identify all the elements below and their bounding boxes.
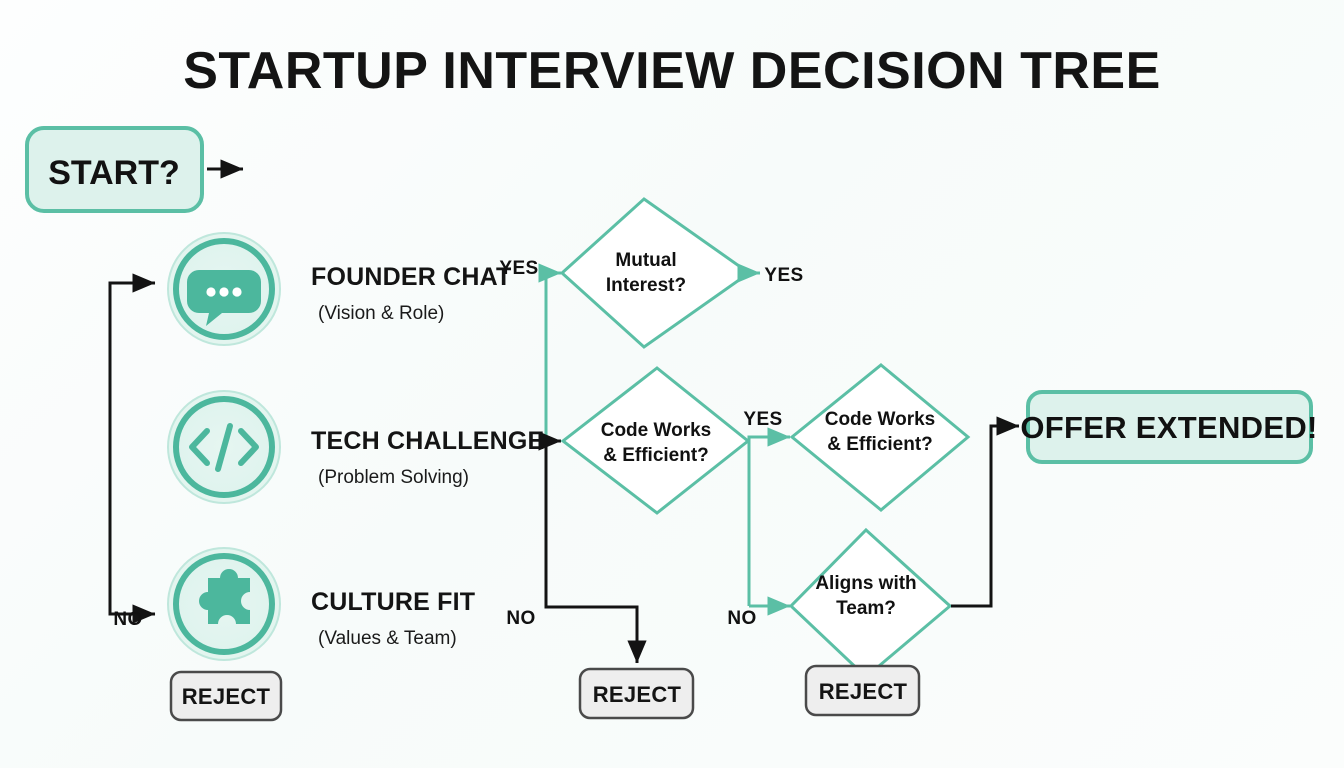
stage-founder-chat[interactable]: FOUNDER CHAT (Vision & Role) (167, 232, 512, 346)
stage-title-3: CULTURE FIT (311, 588, 475, 616)
edge-label-yes-mutual-out: YES (764, 265, 803, 286)
decision-code-works-1[interactable]: Code Works & Efficient? (560, 366, 751, 515)
offer-extended-shape (1026, 390, 1313, 464)
edge-label-yes-founder: YES (499, 258, 538, 279)
decision-mutual-interest[interactable]: Mutual Interest? (559, 197, 752, 349)
stage-subtitle-1: (Vision & Role) (318, 303, 444, 324)
decision-code-works-1-line2: & Efficient? (603, 445, 709, 466)
stage-subtitle-2: (Problem Solving) (318, 467, 469, 488)
decision-mutual-interest-line2: Interest? (606, 275, 686, 296)
reject-node-1[interactable]: REJECT (169, 670, 283, 722)
reject-node-1-shape (169, 670, 283, 722)
start-node-label: START? (48, 154, 180, 192)
puzzle-piece-icon (199, 569, 250, 624)
offer-extended-node[interactable]: OFFER EXTENDED! (1020, 390, 1317, 464)
decision-aligns-with-team-line1: Aligns with (815, 573, 916, 594)
stage-tech-challenge[interactable]: TECH CHALLENGE (Problem Solving) (167, 390, 544, 504)
decision-aligns-with-team[interactable]: Aligns with Team? (788, 527, 953, 680)
edge-yes-code-works-1-to-2 (747, 427, 791, 606)
offer-extended-label: OFFER EXTENDED! (1020, 410, 1317, 445)
reject-node-3[interactable]: REJECT (804, 664, 921, 717)
decision-aligns-with-team-line2: Team? (836, 598, 896, 619)
reject-node-3-label: REJECT (819, 679, 908, 704)
stage-culture-fit[interactable]: CULTURE FIT (Values & Team) (167, 547, 475, 661)
code-brackets-icon (189, 423, 259, 472)
edge-label-yes-code: YES (743, 409, 782, 430)
start-node-shape (25, 126, 204, 213)
decision-mutual-interest-line1: Mutual (615, 250, 676, 271)
chat-bubble-icon (187, 270, 261, 326)
edge-yes-founder-to-mutual (538, 263, 562, 437)
edge-label-no-second-code: NO (727, 608, 756, 629)
edge-label-no-loop: NO (113, 609, 142, 630)
reject-node-2-label: REJECT (593, 682, 682, 707)
reject-node-2-shape (578, 667, 695, 720)
decision-mutual-interest-shape (559, 197, 752, 349)
stage-title-1: FOUNDER CHAT (311, 263, 512, 291)
page-title: STARTUP INTERVIEW DECISION TREE (183, 42, 1161, 100)
edge-label-no-code: NO (506, 608, 535, 629)
edge-no-code-works-1 (544, 441, 647, 664)
stage-subtitle-3: (Values & Team) (318, 628, 457, 649)
decision-code-works-2[interactable]: Code Works & Efficient? (789, 363, 971, 512)
reject-node-1-label: REJECT (182, 684, 271, 709)
reject-node-3-shape (804, 664, 921, 717)
decision-code-works-1-shape (560, 366, 751, 515)
decision-code-works-2-line2: & Efficient? (827, 434, 933, 455)
edge-no-loop-left (108, 281, 152, 616)
edge-aligns-to-offer (951, 416, 1020, 608)
start-node[interactable]: START? (25, 126, 204, 213)
decision-code-works-2-shape (789, 363, 971, 512)
reject-node-2[interactable]: REJECT (578, 667, 695, 720)
decision-code-works-1-line1: Code Works (601, 420, 712, 441)
stage-title-2: TECH CHALLENGE (311, 427, 544, 455)
decision-code-works-2-line1: Code Works (825, 409, 936, 430)
